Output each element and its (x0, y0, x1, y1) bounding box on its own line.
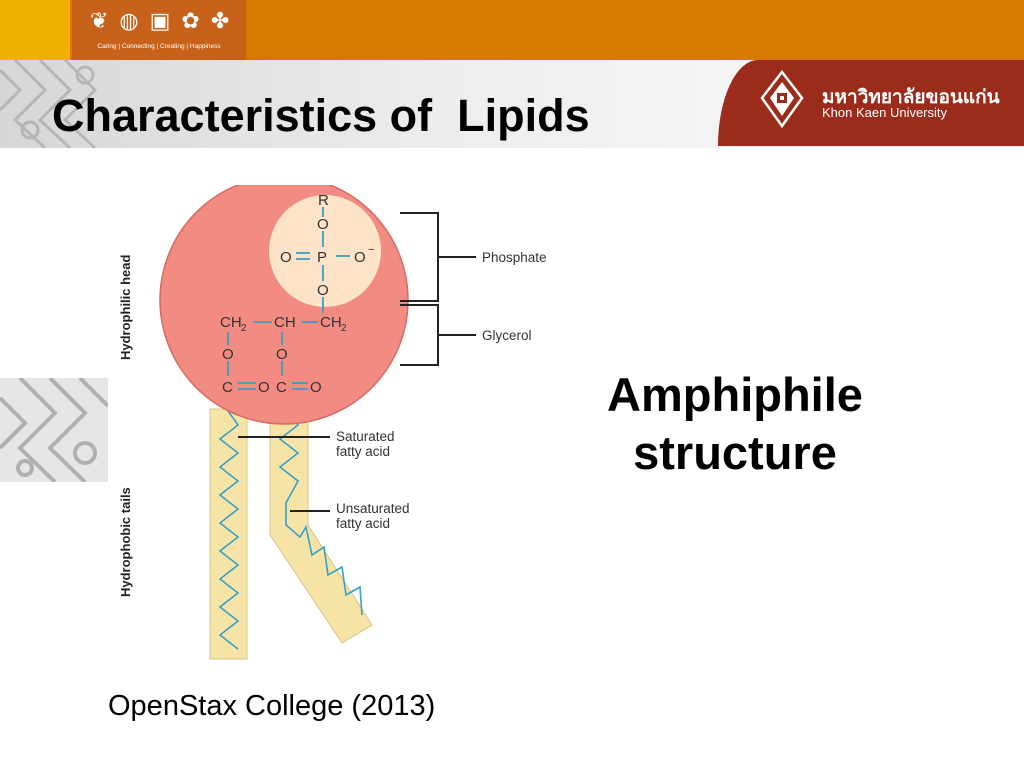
subscript-left: 2 (241, 323, 247, 334)
atom-o-top: O (317, 216, 329, 233)
caption-line-1: Amphiphile (607, 368, 863, 421)
hydrophilic-head-label: Hydrophilic head (118, 254, 133, 360)
atom-o-lower: O (317, 282, 329, 299)
charge-sign: − (368, 244, 374, 256)
university-emblem-icon (760, 70, 804, 128)
brand-tagline: Caring | Connecting | Creating | Happine… (97, 43, 221, 50)
saturated-label-1: Saturated (336, 429, 395, 444)
glycerol-label: Glycerol (482, 328, 532, 343)
pattern-decoration-icon (0, 60, 98, 148)
group-ch: CH (274, 314, 296, 331)
source-citation: OpenStax College (2013) (108, 690, 436, 722)
caption-line-2: structure (633, 426, 837, 479)
amphiphile-caption: Amphiphile structure (560, 366, 910, 482)
unsaturated-label-2: fatty acid (336, 516, 390, 531)
atom-r: R (318, 192, 329, 209)
slide-title: Characteristics of Lipids (52, 90, 590, 141)
top-bar: ❦ ◍ ▣ ✿ ✤ Caring | Connecting | Creating… (0, 0, 1024, 60)
atom-o-carbonyl-left: O (258, 379, 270, 396)
group-ch2-left: CH (220, 314, 242, 331)
atom-o-left: O (280, 249, 292, 266)
saturated-label-2: fatty acid (336, 444, 390, 459)
saturated-chain (218, 410, 240, 650)
atom-o-right: O (354, 249, 366, 266)
atom-o-ester-left: O (222, 346, 234, 363)
hydrophobic-tails-label: Hydrophobic tails (118, 487, 133, 597)
group-ch2-right: CH (320, 314, 342, 331)
university-banner: มหาวิทยาลัยขอนแก่น Khon Kaen University (718, 60, 1024, 146)
university-name-english: Khon Kaen University (822, 105, 948, 120)
saturated-tail (209, 408, 248, 660)
atom-p: P (317, 249, 327, 266)
atom-c-right: C (276, 379, 287, 396)
atom-o-carbonyl-right: O (310, 379, 322, 396)
phosphate-region (269, 195, 381, 307)
phospholipid-diagram: R O O P O − O CH 2 CH CH 2 O O C O C O P… (118, 185, 547, 660)
university-name-thai: มหาวิทยาลัยขอนแก่น (822, 86, 1000, 108)
side-pattern-decoration-icon (0, 378, 108, 482)
top-bar-accent (0, 0, 70, 60)
brand-logo: ❦ ◍ ▣ ✿ ✤ Caring | Connecting | Creating… (72, 0, 246, 60)
unsaturated-label-1: Unsaturated (336, 501, 410, 516)
atom-c-left: C (222, 379, 233, 396)
brand-logo-icon: ❦ ◍ ▣ ✿ ✤ (90, 9, 232, 34)
atom-o-ester-right: O (276, 346, 288, 363)
phosphate-label: Phosphate (482, 250, 547, 265)
unsaturated-chain (278, 410, 363, 616)
subscript-right: 2 (341, 323, 347, 334)
